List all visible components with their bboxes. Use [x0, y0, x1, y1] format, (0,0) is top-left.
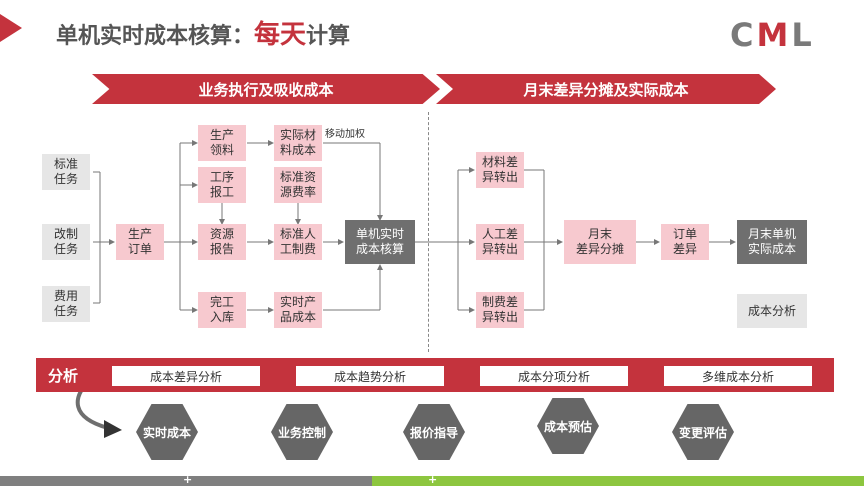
- cml-logo: CML: [730, 16, 815, 54]
- title-suffix: 计算: [306, 24, 351, 49]
- title-accent-icon: [0, 14, 22, 42]
- pill-cost-item-analysis: 成本分项分析: [480, 366, 628, 386]
- month-end-allocation-node: 月末 差异分摊: [564, 220, 636, 264]
- hex-quote-guidance: 报价指导: [403, 404, 465, 460]
- footer-stripe-green: [372, 476, 864, 486]
- pill-cost-variance-analysis: 成本差异分析: [112, 366, 260, 386]
- order-variance-node: 订单 差异: [661, 224, 709, 260]
- resource-report-node: 资源 报告: [198, 224, 246, 260]
- hex-realtime-cost: 实时成本: [136, 404, 198, 460]
- section-divider: [428, 112, 429, 352]
- banner-month-end: 月末差异分摊及实际成本: [436, 74, 776, 104]
- month-end-actual-cost-node: 月末单机 实际成本: [737, 220, 807, 264]
- expense-task-node: 费用 任务: [42, 286, 90, 322]
- standard-labor-overhead-node: 标准人 工制费: [274, 224, 322, 260]
- analysis-label: 分析: [48, 367, 79, 385]
- hex-business-control: 业务控制: [271, 404, 333, 460]
- footer-plus-icon: +: [183, 473, 193, 486]
- banner-business-execution: 业务执行及吸收成本: [92, 74, 440, 104]
- standard-resource-rate-node: 标准资 源费率: [274, 167, 322, 203]
- cost-analysis-node: 成本分析: [737, 294, 807, 328]
- page-title: 单机实时成本核算：每天计算: [56, 14, 350, 51]
- overhead-variance-node: 制费差 异转出: [476, 292, 524, 328]
- footer-plus-icon: +: [428, 473, 438, 486]
- moving-average-label: 移动加权: [325, 129, 365, 140]
- standard-task-node: 标准 任务: [42, 154, 90, 190]
- footer-stripe-gray: [0, 476, 372, 486]
- actual-material-cost-node: 实际材 料成本: [274, 125, 322, 161]
- pill-cost-trend-analysis: 成本趋势分析: [296, 366, 444, 386]
- title-highlight: 每天: [254, 20, 307, 50]
- operation-report-node: 工序 报工: [198, 167, 246, 203]
- material-variance-node: 材料差 异转出: [476, 152, 524, 188]
- title-prefix: 单机实时成本核算：: [56, 24, 255, 49]
- modified-task-node: 改制 任务: [42, 224, 90, 260]
- labor-variance-node: 人工差 异转出: [476, 224, 524, 260]
- production-order-node: 生产 订单: [116, 224, 164, 260]
- production-picking-node: 生产 领料: [198, 125, 246, 161]
- actual-product-cost-node: 实时产 品成本: [274, 292, 322, 328]
- realtime-costing-node: 单机实时 成本核算: [345, 220, 415, 264]
- completion-storage-node: 完工 入库: [198, 292, 246, 328]
- pill-multidim-cost-analysis: 多维成本分析: [664, 366, 812, 386]
